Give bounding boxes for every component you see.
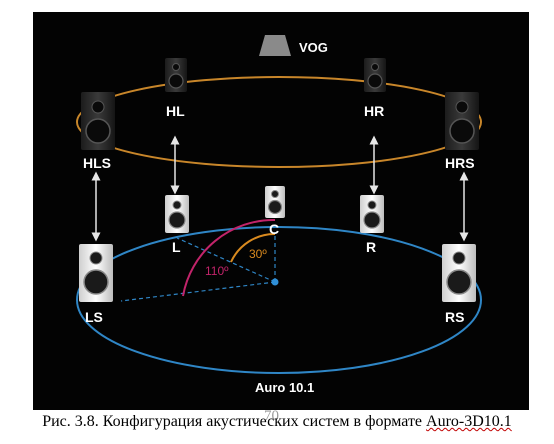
- auro-speaker-diagram: 110º 30º VOG HL HR HLS HRS L: [33, 12, 529, 410]
- label-rs: RS: [445, 309, 464, 325]
- angle-arc-110: [182, 218, 276, 297]
- speaker-ls: [79, 244, 113, 302]
- speaker-hr: [364, 58, 386, 92]
- speaker-hl: [165, 58, 187, 92]
- label-l: L: [172, 239, 181, 255]
- angle-label-30: 30º: [249, 247, 267, 261]
- speaker-r: [360, 195, 384, 233]
- label-ls: LS: [85, 309, 103, 325]
- speaker-l: [165, 195, 189, 233]
- upper-layer-ring: [76, 76, 482, 168]
- speaker-rs: [442, 244, 476, 302]
- diagram-title: Auro 10.1: [255, 380, 314, 395]
- angle-label-110: 110º: [205, 264, 229, 278]
- page-number: 70: [264, 408, 279, 424]
- label-vog: VOG: [299, 40, 328, 55]
- speaker-hrs: [445, 92, 479, 150]
- label-c: C: [269, 221, 279, 237]
- label-hls: HLS: [83, 155, 111, 171]
- lower-layer-ring: [76, 226, 482, 374]
- listener-position: [271, 278, 279, 286]
- angle-line-l: [176, 237, 276, 283]
- caption-format: Auro-3D10.1: [426, 413, 512, 430]
- speaker-c: [265, 186, 285, 218]
- vog-speaker-icon: [259, 35, 291, 56]
- speaker-hls: [81, 92, 115, 150]
- angle-line-ls: [120, 281, 276, 302]
- caption-prefix: Рис. 3.8. Конфигурация акустических сист…: [42, 413, 427, 430]
- label-hr: HR: [364, 103, 384, 119]
- label-r: R: [366, 239, 376, 255]
- label-hl: HL: [166, 103, 185, 119]
- angle-arc-30: [230, 232, 276, 263]
- figure-caption: Рис. 3.8. Конфигурация акустических сист…: [0, 413, 554, 431]
- label-hrs: HRS: [445, 155, 475, 171]
